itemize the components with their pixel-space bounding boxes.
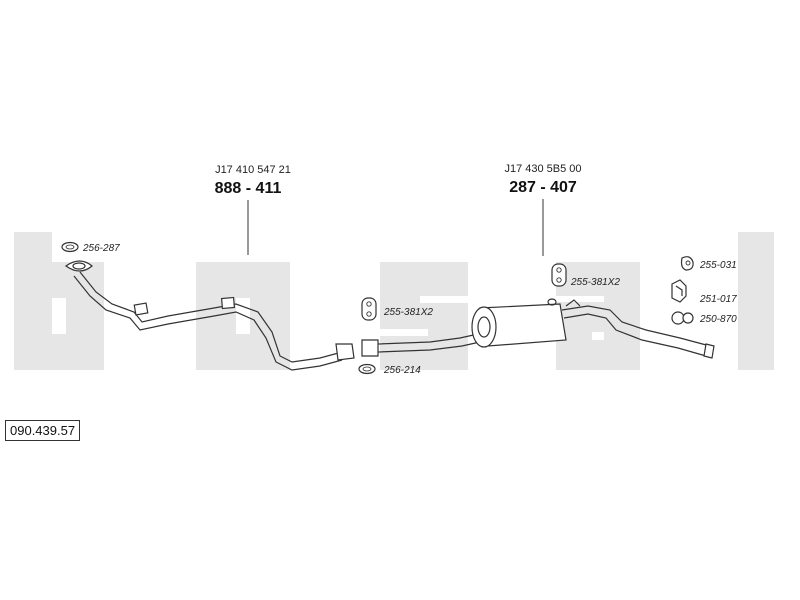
bosal-watermark — [14, 232, 774, 370]
part-255-031: 255-031 — [680, 256, 737, 271]
gasket-ring-icon — [61, 241, 79, 253]
part-256-287: 256-287 — [61, 241, 120, 254]
part-number: 888 - 411 — [215, 180, 282, 197]
part-label: 251-017 — [699, 294, 737, 305]
rubber-hanger-icon — [551, 263, 567, 287]
part-label: 256-287 — [82, 243, 120, 254]
rear-silencer-assembly — [361, 298, 715, 359]
part-255-381x2-a: 255-381X2 — [361, 297, 433, 321]
gasket-ring-icon — [358, 363, 376, 375]
assembly-2-label: J17 430 5B5 00 287 - 407 — [504, 163, 582, 256]
front-pipe-assembly — [64, 260, 355, 371]
clamp-bracket-icon — [671, 279, 687, 303]
part-label: 250-870 — [699, 314, 737, 325]
pipe-clamp-icon — [671, 311, 694, 325]
rubber-hanger-icon — [361, 297, 377, 321]
oem-number: J17 430 5B5 00 — [504, 163, 581, 175]
part-256-214: 256-214 — [358, 363, 421, 376]
part-label: 255-381X2 — [570, 277, 620, 288]
part-255-381x2-b: 255-381X2 — [551, 263, 620, 288]
part-number: 287 - 407 — [509, 179, 577, 196]
assembly-1-label: J17 410 547 21 888 - 411 — [215, 164, 291, 255]
part-251-017: 251-017 — [671, 279, 737, 305]
mounting-rubber-icon — [680, 256, 694, 271]
part-250-870: 250-870 — [671, 311, 737, 325]
part-label: 256-214 — [383, 365, 421, 376]
part-label: 255-381X2 — [383, 307, 433, 318]
reference-code: 090.439.57 — [5, 420, 81, 441]
part-label: 255-031 — [699, 260, 737, 271]
oem-number: J17 410 547 21 — [215, 164, 291, 176]
